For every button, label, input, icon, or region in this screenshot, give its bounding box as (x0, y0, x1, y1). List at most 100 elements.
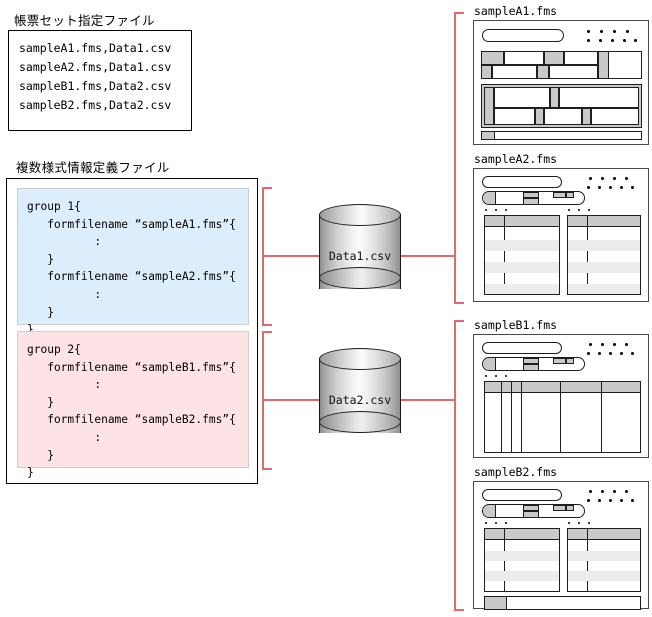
sampleB1-column-divider (560, 382, 562, 452)
sampleA1-cell (481, 51, 504, 65)
sampleB2-row-stripe (485, 551, 559, 561)
sampleA2-marker-dot (505, 209, 508, 212)
sampleB1-column-divider (601, 382, 603, 452)
sampleB1-header-pill (482, 342, 562, 354)
sampleA1-title: sampleA1.fms (474, 4, 558, 18)
sampleA1-cell (544, 51, 564, 65)
sampleA1-dot (599, 39, 602, 42)
sampleB1-column-divider (511, 382, 513, 452)
sampleB2-marker-dot (588, 522, 591, 525)
sampleA2-dot (589, 177, 592, 180)
sampleA1-cell (591, 108, 639, 125)
forms-b-bracket-top-tick (454, 320, 464, 323)
data2-cylinder-label: Data2.csv (328, 393, 392, 407)
sampleB1-table-wide (484, 381, 641, 453)
sampleA2-row-stripe (485, 284, 559, 294)
sampleB2-dot (613, 490, 616, 493)
sampleB2-toolbar-segment (523, 505, 539, 511)
group-2-to-data2-line (262, 399, 330, 402)
sampleB2-dot (609, 499, 612, 502)
sampleA1-cell (564, 51, 598, 65)
sampleB1-marker-dot (495, 375, 498, 378)
sampleA1-footer-cap (481, 131, 495, 140)
sampleA2-dot (598, 186, 601, 189)
sampleB1-toolbar-cap (483, 358, 496, 370)
sampleB1-toolbar-segment (523, 364, 539, 371)
data2-cylinder: Data2.csv (319, 348, 401, 444)
sampleA1-dot (587, 39, 590, 42)
group-1-bracket-bottom-tick (262, 324, 272, 327)
sampleB1-toolbar-segment (553, 358, 566, 364)
sampleA2-marker-dot (485, 209, 488, 212)
sampleB2-table-right (567, 528, 641, 592)
group-2-panel: group 2{ formfilename “sampleB1.fms”{ : … (17, 331, 249, 479)
sampleA2-dot (613, 177, 616, 180)
sampleA1-cell (559, 87, 639, 108)
data1-to-forms-line (401, 255, 456, 258)
data1-cylinder-bottom (319, 267, 401, 289)
sampleB1-dot (598, 352, 601, 355)
sampleB2-marker-dot (578, 522, 581, 525)
sampleB2-footer-cap (484, 596, 507, 610)
sampleA2-dot (625, 177, 628, 180)
form-set-file-box: sampleA1.fms,Data1.csv sampleA2.fms,Data… (8, 30, 192, 131)
sampleB2-marker-dot (568, 522, 571, 525)
sampleA1-dot (611, 39, 614, 42)
sampleB2-toolbar-segment (553, 505, 566, 511)
sampleB2-dot (631, 499, 634, 502)
sampleA2-marker-dot (495, 209, 498, 212)
form-set-file-line-4: sampleB2.fms,Data2.csv (19, 98, 172, 112)
sampleA2-dot (601, 177, 604, 180)
sampleA2-marker-dot (588, 209, 591, 212)
sampleA2-toolbar-segment (553, 192, 566, 198)
sampleA1-cell (484, 87, 494, 125)
sampleB1-table-header (485, 382, 640, 393)
data2-to-forms-line (401, 399, 456, 402)
sampleA1-preview (473, 20, 649, 145)
sampleB1-dot (587, 352, 590, 355)
sampleA1-dot (623, 39, 626, 42)
sampleB2-marker-dot (505, 522, 508, 525)
sampleA1-cell (492, 65, 537, 79)
forms-a-bracket-vertical (454, 12, 457, 304)
sampleA1-dot (587, 30, 590, 33)
data1-cylinder: Data1.csv (319, 204, 401, 300)
sampleB2-table-left (484, 528, 560, 592)
sampleA2-marker-dot (568, 209, 571, 212)
sampleB1-preview (473, 334, 649, 458)
sampleB1-marker-dot (505, 375, 508, 378)
sampleA2-toolbar-cap (483, 192, 496, 204)
sampleB2-toolbar-segment (523, 511, 539, 518)
sampleA1-cell (537, 65, 549, 79)
sampleB1-column-divider (501, 382, 503, 452)
data1-cylinder-top (319, 204, 401, 226)
sampleB1-toolbar-segment (523, 358, 539, 364)
data2-cylinder-bottom (319, 411, 401, 433)
sampleA2-row-stripe (485, 240, 559, 251)
sampleB1-dot (589, 343, 592, 346)
sampleA1-header-pill (482, 29, 564, 42)
sampleA1-cell (504, 51, 544, 65)
sampleB1-toolbar-segment (566, 358, 574, 364)
form-set-file-caption: 帳票セット指定ファイル (14, 13, 155, 28)
sampleB1-dot (601, 343, 604, 346)
sampleA1-cell (494, 87, 550, 108)
sampleB1-dot (620, 352, 623, 355)
group-1-panel: group 1{ formfilename “sampleA1.fms”{ : … (17, 188, 249, 336)
sampleA2-dot (609, 186, 612, 189)
multi-form-definition-caption: 複数様式情報定義ファイル (16, 160, 170, 175)
multi-form-definition-box: group 1{ formfilename “sampleA1.fms”{ : … (6, 178, 258, 484)
sampleA1-cell (582, 108, 591, 125)
sampleB2-toolbar-cap (483, 505, 496, 517)
sampleA1-cell (494, 108, 535, 125)
sampleA2-toolbar-segment (523, 198, 539, 205)
sampleA2-table-right-divider (587, 216, 589, 294)
sampleB1-dot (609, 352, 612, 355)
sampleA2-preview (473, 168, 649, 302)
sampleB1-dot (625, 343, 628, 346)
group-1-to-data1-line (262, 255, 330, 258)
sampleA1-cell (544, 108, 582, 125)
sampleA1-cell (549, 65, 598, 79)
sampleB2-table-right-header (568, 529, 640, 540)
sampleA2-row-stripe (568, 240, 640, 251)
